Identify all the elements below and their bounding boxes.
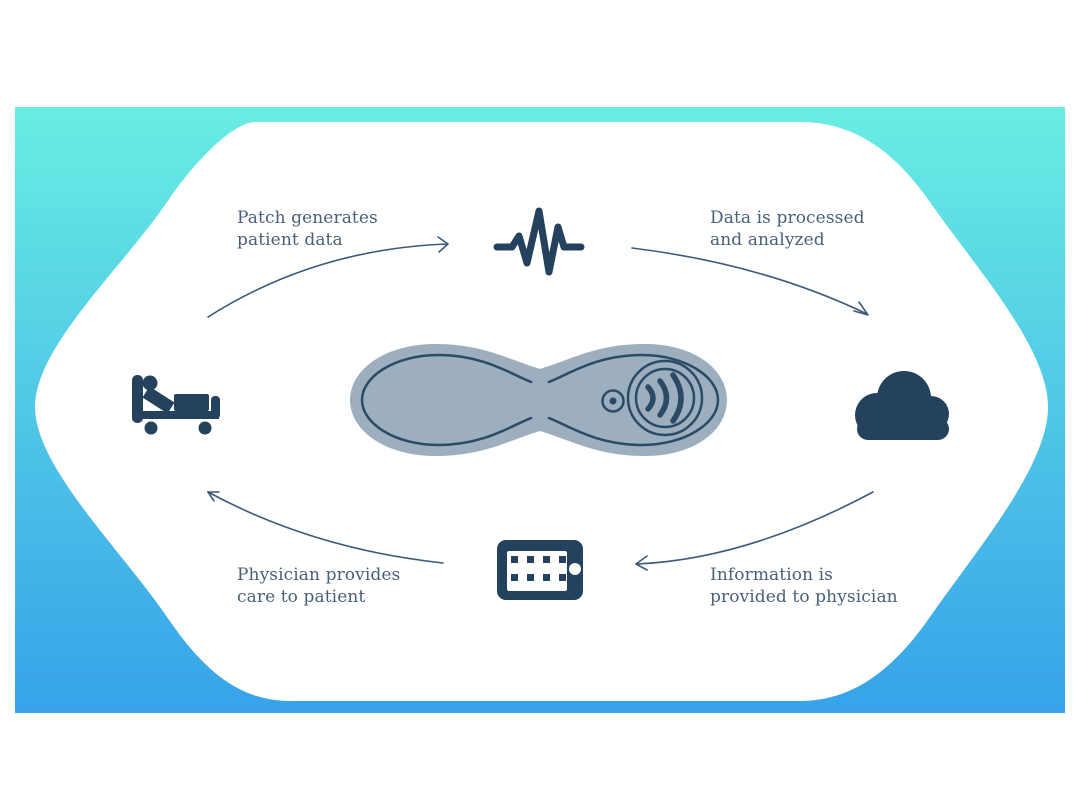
diagram-canvas (15, 107, 1065, 713)
arrow-tablet-to-bed (207, 491, 444, 564)
patient-torso (142, 386, 175, 414)
step-label-line: care to patient (237, 587, 366, 607)
cloud-icon (855, 371, 949, 440)
patch-speaker-ring-outer (626, 359, 704, 437)
step-label-line: and analyzed (710, 230, 825, 250)
step-label-data-processed: Data is processed and analyzed (710, 207, 865, 251)
patch-inner-outline-right (547, 353, 720, 447)
tablet-app-grid (511, 556, 566, 581)
step-label-line: provided to physician (710, 587, 898, 607)
bed-platform (132, 411, 219, 419)
patch-body (350, 344, 727, 456)
patch-inner-outline-left (360, 353, 533, 447)
patch-speaker-ring-inner (634, 367, 696, 429)
arrow-cloud-to-tablet (635, 491, 874, 571)
cycle-node-icons (132, 207, 949, 600)
tablet-home-button (569, 563, 581, 575)
arrow-bed-to-heartbeat (207, 236, 449, 318)
step-label-line: Data is processed (710, 208, 865, 228)
patient-bed-icon (132, 375, 220, 435)
bed-footboard (211, 396, 220, 419)
patch-device (350, 344, 727, 456)
step-label-line: patient data (237, 230, 343, 250)
patch-button-dot (609, 397, 617, 405)
patient-head (142, 375, 158, 391)
wireless-signal-icon (645, 372, 684, 424)
bed-wheel-right (198, 421, 212, 435)
tablet-screen (507, 551, 567, 591)
arrow-heartbeat-to-cloud (631, 247, 869, 316)
step-label-line: Information is (710, 565, 833, 585)
patch-inner-outline (360, 353, 720, 447)
heartbeat-icon (493, 207, 585, 276)
step-label-line: Physician provides (237, 565, 401, 585)
tablet-icon (497, 540, 583, 600)
patch-button-ring (601, 389, 625, 413)
step-label-patch-generates: Patch generates patient data (237, 207, 378, 251)
step-label-information-provided: Information is provided to physician (710, 564, 898, 608)
cycle-arrows (207, 236, 874, 571)
bed-blanket (174, 394, 209, 411)
step-label-physician-care: Physician provides care to patient (237, 564, 400, 608)
bed-wheel-left (144, 421, 158, 435)
step-label-line: Patch generates (237, 208, 378, 228)
